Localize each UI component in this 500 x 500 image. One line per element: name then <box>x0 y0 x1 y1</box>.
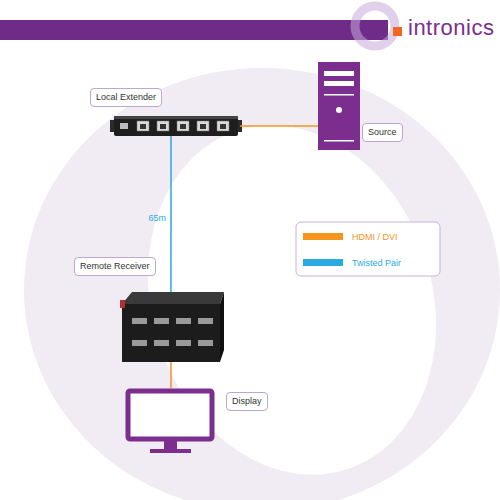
watermark-ring <box>24 68 500 500</box>
hdmi-port <box>198 318 213 324</box>
hdmi-port <box>176 340 191 346</box>
rj45-port <box>157 121 169 131</box>
device-node: Remote Receiver <box>120 292 224 362</box>
port-socket <box>220 124 226 129</box>
tower-line <box>324 94 354 96</box>
legend-frame <box>296 222 440 276</box>
device-label: Remote Receiver <box>74 257 156 276</box>
drive-bay <box>324 71 354 76</box>
legend-text: HDMI / DVI <box>352 231 398 243</box>
brand-logo: intronics <box>408 15 494 41</box>
cable-connector <box>170 136 172 292</box>
device-label: Source <box>362 123 403 142</box>
port-socket <box>180 124 186 129</box>
monitor-screen <box>128 391 212 439</box>
device-label: Display <box>226 392 268 411</box>
hdmi-port <box>132 318 147 324</box>
pc-tower <box>318 62 360 150</box>
legend-text: Twisted Pair <box>352 257 401 269</box>
cable-connector <box>170 362 172 388</box>
power-button <box>336 107 342 113</box>
extender-top <box>114 116 238 119</box>
hdmi-port <box>132 340 147 346</box>
logo-ring <box>355 6 395 46</box>
hdmi-port <box>176 318 191 324</box>
monitor-base <box>150 449 191 453</box>
watermark-hole <box>104 87 480 500</box>
receiver-top <box>122 292 224 304</box>
device-node: Display <box>125 388 215 454</box>
port-socket <box>140 124 146 129</box>
receiver-side <box>220 292 224 362</box>
monitor-neck <box>164 441 177 450</box>
hdmi-port <box>154 318 169 324</box>
cable-connector <box>240 125 318 127</box>
device-node: Source <box>318 62 360 150</box>
rj45-port <box>137 121 149 131</box>
device-label: Local Extender <box>90 88 162 107</box>
port-socket <box>200 124 206 129</box>
extender-body <box>114 116 238 136</box>
rj45-port <box>177 121 189 131</box>
header-bar <box>0 20 388 40</box>
logo-square <box>393 27 402 36</box>
device-node: Local Extender <box>112 116 240 136</box>
rj45-port <box>217 121 229 131</box>
hdmi-port <box>154 340 169 346</box>
hdmi-port <box>198 340 213 346</box>
drive-bay <box>324 81 354 86</box>
tower-line <box>324 140 354 142</box>
power-port <box>120 123 128 129</box>
receiver-led <box>120 300 125 308</box>
port-socket <box>160 124 166 129</box>
hdmi-ports <box>132 318 213 346</box>
cable-length: 65m <box>148 213 166 223</box>
legend-swatch <box>303 233 343 240</box>
receiver-front <box>122 304 220 362</box>
legend-swatch <box>303 259 343 266</box>
rj45-port <box>197 121 209 131</box>
rj45-ports <box>137 121 229 131</box>
